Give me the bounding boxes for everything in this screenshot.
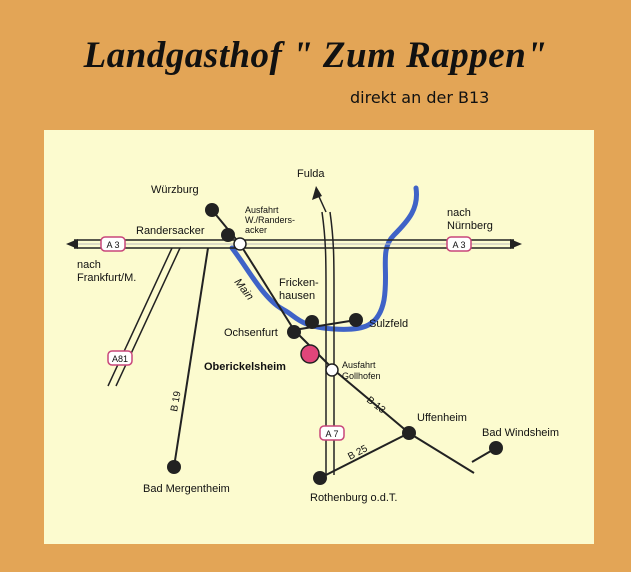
marker-oberickelsheim (300, 344, 320, 364)
road-wuerzburg (211, 209, 241, 245)
label-ausfahrt-randersacker-3: acker (245, 225, 267, 235)
label-nuernberg-2: Nürnberg (447, 220, 493, 232)
label-nuernberg-1: nach (447, 207, 471, 219)
label-frankfurt-2: Frankfurt/M. (77, 272, 136, 284)
fulda-arrow-head (312, 186, 322, 200)
shield-a7: A 7 (319, 425, 345, 441)
label-ausfahrt-randersacker: Ausfahrt W./Randers- acker (245, 205, 298, 235)
shield-a7-label: A 7 (325, 429, 338, 439)
label-ausfahrt-gollhofen-2: Gollhofen (342, 371, 381, 381)
label-frankfurt: nach Frankfurt/M. (77, 259, 136, 284)
label-rothenburg: Rothenburg o.d.T. (310, 492, 397, 504)
marker-bad-windsheim (489, 441, 503, 455)
road-b13-east (408, 432, 475, 474)
label-ausfahrt-gollhofen: Ausfahrt Gollhofen (342, 360, 381, 381)
road-ochsenfurt-sulzfeld (293, 319, 357, 331)
shield-a81-label: A81 (112, 354, 128, 364)
page-subtitle: direkt an der B13 (350, 88, 490, 107)
road-randersacker-ochsenfurt (239, 243, 295, 331)
shield-a3-right-label: A 3 (452, 240, 465, 250)
marker-rothenburg (313, 471, 327, 485)
route-map-svg: Main (66, 168, 559, 504)
marker-junction-gollhofen (325, 363, 339, 377)
river-main (229, 185, 420, 332)
marker-frickenhausen (305, 315, 319, 329)
road-a3 (66, 239, 522, 249)
route-map: Main (44, 130, 594, 544)
marker-sulzfeld (349, 313, 363, 327)
label-frickenhausen-2: hausen (279, 290, 315, 302)
shield-a3-left: A 3 (100, 236, 126, 252)
label-frickenhausen-1: Fricken- (279, 277, 319, 289)
label-frankfurt-1: nach (77, 259, 101, 271)
marker-uffenheim (402, 426, 416, 440)
label-oberickelsheim: Oberickelsheim (204, 361, 286, 373)
marker-wuerzburg (205, 203, 219, 217)
shield-a3-left-label: A 3 (106, 240, 119, 250)
label-bad-windsheim: Bad Windsheim (482, 427, 559, 439)
label-ausfahrt-gollhofen-1: Ausfahrt (342, 360, 376, 370)
shield-a3-right: A 3 (446, 236, 472, 252)
label-frickenhausen: Fricken- hausen (279, 277, 322, 302)
road-b25 (319, 432, 410, 479)
label-nuernberg: nach Nürnberg (447, 207, 493, 232)
label-randersacker: Randersacker (136, 225, 205, 237)
road-a7 (321, 211, 335, 475)
page-title: Landgasthof " Zum Rappen" (83, 35, 548, 76)
marker-bad-mergentheim (167, 460, 181, 474)
label-wuerzburg: Würzburg (151, 184, 199, 196)
road-b19 (173, 247, 209, 468)
road-b13 (333, 369, 410, 434)
label-fulda: Fulda (297, 168, 325, 180)
marker-junction-randersacker (233, 237, 247, 251)
label-b19: B 19 (169, 390, 183, 413)
label-sulzfeld: Sulzfeld (369, 318, 408, 330)
marker-ochsenfurt (287, 325, 301, 339)
label-uffenheim: Uffenheim (417, 412, 467, 424)
marker-randersacker (221, 228, 235, 242)
label-bad-mergentheim: Bad Mergentheim (143, 483, 230, 495)
label-ausfahrt-randersacker-2: W./Randers- (245, 215, 295, 225)
label-ochsenfurt: Ochsenfurt (224, 327, 278, 339)
shield-a81: A81 (107, 350, 133, 366)
label-ausfahrt-randersacker-1: Ausfahrt (245, 205, 279, 215)
